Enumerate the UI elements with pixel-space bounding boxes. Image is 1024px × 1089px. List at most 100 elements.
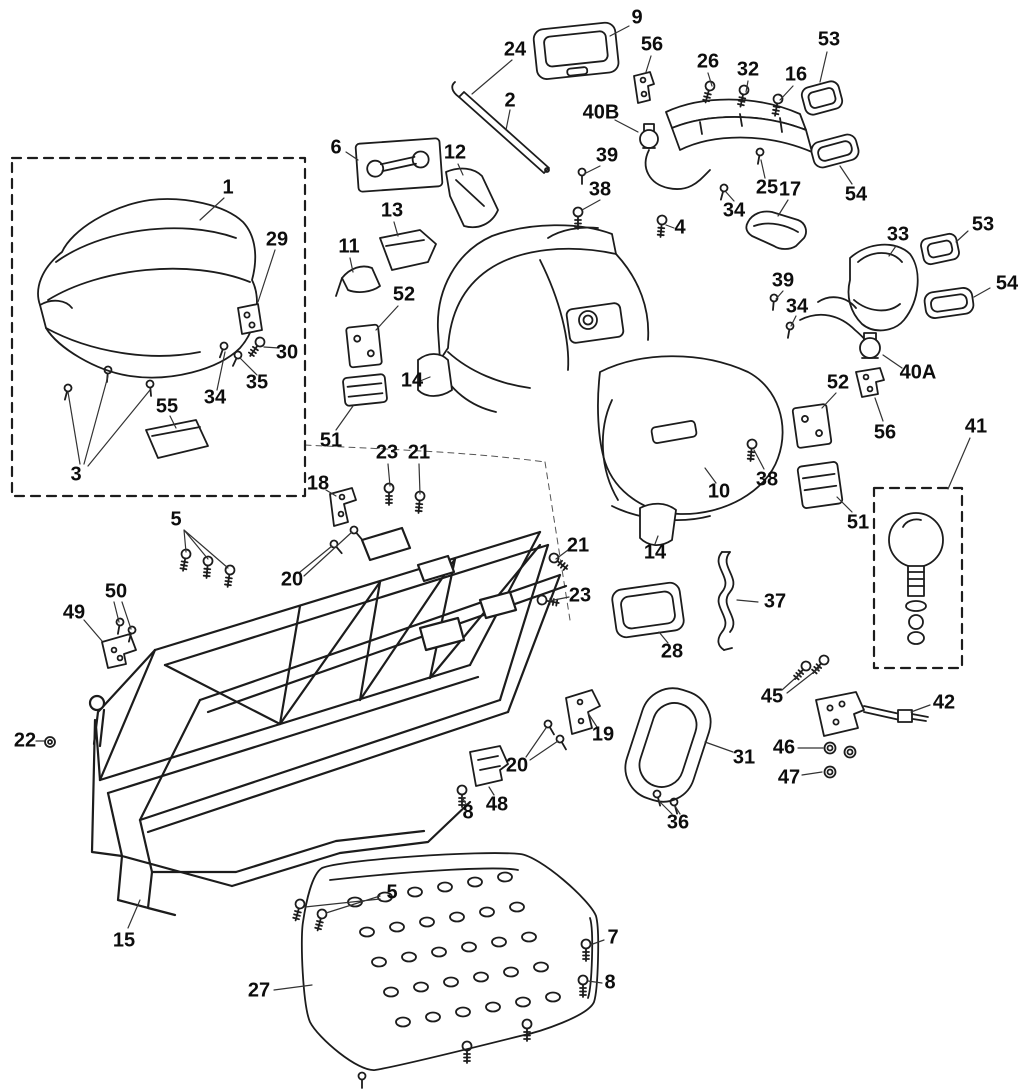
part-label-29: 29: [265, 228, 289, 251]
part-label-8: 8: [604, 971, 616, 994]
seat-assembly-box: [10, 156, 307, 498]
left-trim-pieces: [329, 167, 499, 527]
knob-40a: [799, 296, 881, 359]
hook-37: [717, 551, 735, 651]
hardware-center: [456, 689, 601, 808]
part-label-21: 21: [566, 534, 590, 557]
plate-52-right: [791, 403, 833, 449]
part-label-20: 20: [280, 568, 304, 591]
rear-rack: [665, 79, 813, 202]
part-label-51: 51: [319, 429, 343, 452]
part-label-38: 38: [755, 468, 779, 491]
pad-54-top: [810, 133, 860, 169]
part-label-34: 34: [785, 295, 809, 318]
leader-lines: [35, 25, 991, 991]
part-label-6: 6: [330, 136, 342, 159]
part-label-31: 31: [732, 746, 756, 769]
alignment-lines: [304, 444, 571, 621]
part-label-52: 52: [826, 371, 850, 394]
pad-53-top: [800, 80, 844, 116]
part-label-39: 39: [771, 269, 795, 292]
part-label-27: 27: [247, 979, 271, 1002]
part-label-26: 26: [696, 50, 720, 73]
fender-33: [847, 243, 919, 332]
part-label-42: 42: [932, 691, 956, 714]
part-label-54: 54: [844, 183, 868, 206]
panel-17: [745, 210, 807, 250]
part-label-34: 34: [203, 386, 227, 409]
part-label-33: 33: [886, 223, 910, 246]
part-label-3: 3: [70, 463, 82, 486]
part-label-1: 1: [222, 176, 234, 199]
part-label-17: 17: [778, 178, 802, 201]
main-bodywork: [417, 167, 795, 546]
part-label-45: 45: [760, 685, 784, 708]
part-label-19: 19: [591, 723, 615, 746]
part-label-11: 11: [338, 235, 360, 258]
part-label-53: 53: [817, 28, 841, 51]
part-label-2: 2: [504, 89, 516, 112]
part-label-18: 18: [306, 472, 330, 495]
part-label-36: 36: [666, 811, 690, 834]
part-label-22: 22: [13, 729, 37, 752]
frame: [88, 526, 568, 917]
support-rod: [451, 81, 550, 174]
part-label-34: 34: [722, 199, 746, 222]
part-label-50: 50: [104, 580, 128, 603]
part-label-13: 13: [380, 199, 404, 222]
part-label-12: 12: [443, 141, 467, 164]
part-label-51: 51: [846, 511, 870, 534]
part-label-56: 56: [873, 421, 897, 444]
part-label-40A: 40A: [899, 361, 937, 384]
part-label-5: 5: [386, 881, 398, 904]
part-label-35: 35: [245, 371, 269, 394]
top-cover: [532, 21, 620, 80]
part-label-53: 53: [971, 213, 995, 236]
bracket-56-top: [633, 71, 655, 104]
part-label-4: 4: [674, 216, 686, 239]
part-label-41: 41: [964, 415, 988, 438]
part-label-20: 20: [505, 754, 529, 777]
part-label-47: 47: [777, 766, 801, 789]
pad-53-right: [920, 232, 960, 266]
part-label-38: 38: [588, 178, 612, 201]
part-label-14: 14: [643, 541, 667, 564]
part-label-40B: 40B: [582, 101, 620, 124]
part-label-55: 55: [155, 395, 179, 418]
part-label-10: 10: [707, 480, 731, 503]
part-label-7: 7: [607, 926, 619, 949]
part-label-23: 23: [568, 584, 592, 607]
part-label-16: 16: [784, 63, 808, 86]
ring-31: [624, 687, 712, 803]
footplate-holes: [347, 871, 561, 1028]
part-label-5: 5: [170, 508, 182, 531]
part-label-8: 8: [462, 801, 474, 824]
knob-41-box: [872, 486, 964, 670]
plate-51-right: [796, 461, 844, 509]
part-label-23: 23: [375, 441, 399, 464]
bracket-56-right: [855, 367, 885, 398]
part-label-28: 28: [660, 640, 684, 663]
part-label-37: 37: [763, 590, 787, 613]
part-label-21: 21: [407, 441, 431, 464]
part-label-25: 25: [755, 176, 779, 199]
part-label-9: 9: [631, 6, 643, 29]
part-label-46: 46: [772, 736, 796, 759]
part-label-24: 24: [503, 38, 527, 61]
part-label-52: 52: [392, 283, 416, 306]
part-label-32: 32: [736, 58, 760, 81]
part-label-56: 56: [640, 33, 664, 56]
tool-kit: [354, 137, 444, 193]
pad-54-right: [923, 287, 975, 319]
part-label-49: 49: [62, 601, 86, 624]
part-label-15: 15: [112, 929, 136, 952]
part-label-30: 30: [275, 341, 299, 364]
part-label-54: 54: [995, 272, 1019, 295]
part-label-48: 48: [485, 793, 509, 816]
part-label-14: 14: [400, 369, 424, 392]
tray-28: [611, 581, 685, 639]
hardware-left: [44, 482, 571, 748]
part-label-39: 39: [595, 144, 619, 167]
